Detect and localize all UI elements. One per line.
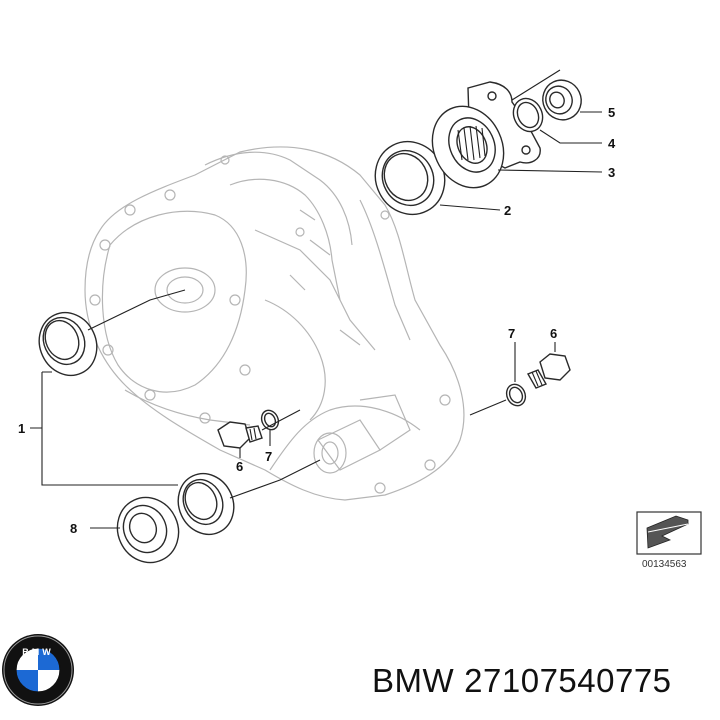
transfer-case-housing [84, 146, 465, 501]
callout-2: 2 [504, 203, 511, 218]
gasket-part-7-left [260, 409, 280, 431]
callout-5: 5 [608, 105, 615, 120]
o-ring-part-4 [512, 97, 544, 133]
callout-4: 4 [608, 136, 616, 151]
seal-ring-part-2 [374, 140, 446, 216]
gasket-part-7-right [505, 383, 527, 407]
callout-6-left: 6 [236, 459, 243, 474]
callout-6-right: 6 [550, 326, 557, 341]
flange-part-3 [431, 81, 541, 189]
callout-7-right: 7 [508, 326, 515, 341]
screw-plug-part-6-right [526, 353, 571, 389]
callout-7-left: 7 [265, 449, 272, 464]
direction-reference-icon [636, 511, 702, 555]
screw-plug-part-6-left [217, 421, 263, 449]
bmw-logo-letters: BMW [22, 647, 54, 657]
shaft-seal-part-1-upper [38, 311, 98, 377]
seal-ring-part-8 [116, 496, 180, 564]
part-number: 27107540775 [464, 662, 672, 699]
cap-part-5 [542, 79, 582, 121]
reference-code: 00134563 [642, 559, 687, 570]
callout-8: 8 [70, 521, 77, 536]
callout-3: 3 [608, 165, 615, 180]
callout-1: 1 [18, 421, 25, 436]
leader-lines [30, 69, 603, 529]
bmw-logo: BMW [2, 634, 74, 706]
shaft-seal-part-1-lower [177, 472, 235, 536]
brand-name: BMW [372, 662, 455, 699]
